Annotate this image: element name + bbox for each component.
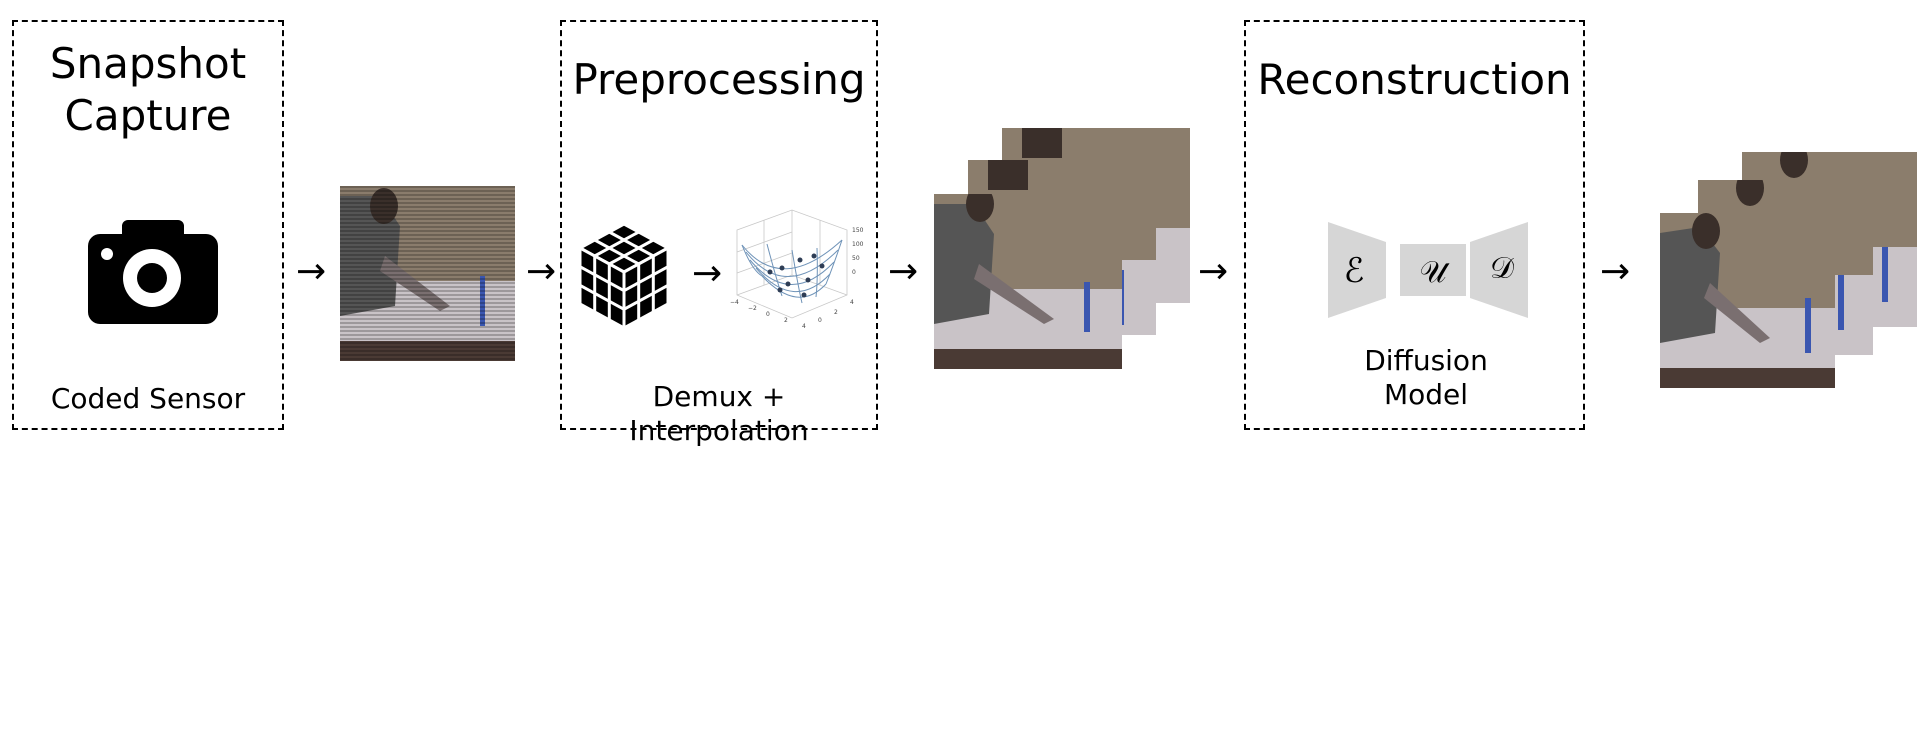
arrow-3: → bbox=[888, 251, 919, 292]
camera-icon bbox=[88, 220, 218, 324]
y-tick-label: 0 bbox=[818, 317, 822, 324]
coded-sensor-caption: Coded Sensor bbox=[50, 382, 246, 415]
interpolated-frame-front bbox=[934, 194, 1122, 369]
preprocessing-title: Preprocessing bbox=[572, 55, 866, 104]
unet-symbol: 𝒰 bbox=[1420, 255, 1451, 290]
unet-block bbox=[1400, 244, 1466, 296]
diffusion-model-icon: ℰ 𝒰 𝒟 bbox=[1328, 222, 1528, 318]
x-tick-label: −4 bbox=[730, 299, 739, 306]
z-tick-label: 100 bbox=[852, 241, 864, 248]
x-tick-label: 4 bbox=[802, 323, 806, 330]
reconstructed-frame-front bbox=[1660, 213, 1835, 388]
cube-grid-icon bbox=[578, 222, 670, 330]
y-tick-label: 4 bbox=[850, 299, 854, 306]
arrow-2: → bbox=[526, 251, 557, 292]
arrow-1: → bbox=[296, 251, 327, 292]
snapshot-capture-title-line2: Capture bbox=[64, 91, 232, 140]
encoder-block bbox=[1328, 222, 1386, 318]
snapshot-capture-title-line1: Snapshot bbox=[49, 39, 247, 88]
preprocessing-stage: Preprocessing → bbox=[560, 20, 878, 447]
decoder-symbol: 𝒟 bbox=[1490, 251, 1514, 286]
z-tick-label: 50 bbox=[852, 255, 860, 262]
x-tick-label: 0 bbox=[766, 311, 770, 318]
reconstruction-title: Reconstruction bbox=[1257, 55, 1572, 104]
reconstruction-stage: Reconstruction ℰ 𝒰 𝒟 Diffusion Model bbox=[1244, 20, 1585, 430]
x-tick-label: −2 bbox=[748, 305, 757, 312]
demux-interpolation-caption: Demux + Interpolation bbox=[629, 380, 809, 447]
surface-plot-icon: 150 100 50 0 −4 −2 0 2 4 0 2 4 bbox=[730, 209, 864, 330]
z-tick-label: 150 bbox=[852, 227, 864, 234]
diffusion-caption-line1: Diffusion bbox=[1364, 344, 1488, 377]
y-tick-label: 2 bbox=[834, 309, 838, 316]
coded-snapshot-frame bbox=[340, 186, 515, 361]
z-tick-label: 0 bbox=[852, 269, 856, 276]
diffusion-caption-line2: Model bbox=[1383, 378, 1469, 411]
arrow-4: → bbox=[1198, 251, 1229, 292]
arrow-5: → bbox=[1600, 251, 1631, 292]
x-tick-label: 2 bbox=[784, 317, 788, 324]
decoder-block bbox=[1470, 222, 1528, 318]
encoder-symbol: ℰ bbox=[1344, 251, 1365, 291]
arrow-inner: → bbox=[692, 253, 723, 294]
snapshot-capture-stage: Snapshot Capture Coded Sensor bbox=[12, 20, 284, 430]
